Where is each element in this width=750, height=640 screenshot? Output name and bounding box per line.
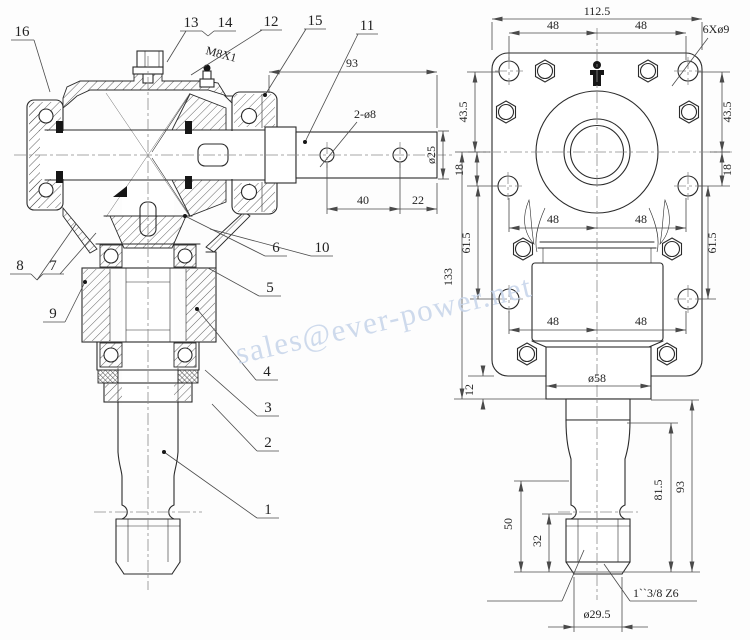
watermark-text: sales@ever-power.net: [232, 268, 535, 370]
grease-nipple: [199, 64, 215, 88]
thread-label-m8x1: M8X1: [204, 43, 238, 65]
callout-11: 11: [360, 18, 374, 34]
dim-81-5: 81.5: [651, 480, 665, 501]
callout-10: 10: [315, 240, 330, 256]
callout-4: 4: [263, 364, 271, 380]
dim-6xd9: 6Xø9: [703, 22, 730, 36]
lower-housing-block: [81, 267, 217, 343]
dim-50: 50: [501, 518, 515, 530]
part-callouts: 16 13 14 12 15 11 8 7 9 6 10 5 4 3 2 1: [10, 13, 378, 519]
dim-48-top-a: 48: [547, 18, 559, 32]
dim-2xd8: 2-ø8: [354, 107, 376, 121]
dim-93-left: 93: [346, 56, 358, 70]
dim-43-5-right: 43.5: [720, 102, 734, 123]
callout-15: 15: [308, 13, 323, 29]
dim-48-top-b: 48: [635, 18, 647, 32]
callout-1: 1: [264, 502, 272, 518]
dim-12: 12: [462, 384, 476, 396]
spline-label: 1``3/8 Z6: [633, 586, 679, 600]
centerlines: [14, 28, 732, 600]
dim-93-right: 93: [673, 481, 687, 493]
dim-48-mid-b: 48: [635, 212, 647, 226]
callout-7: 7: [49, 258, 57, 274]
dim-43-5-left: 43.5: [456, 102, 470, 123]
dim-61-5-left: 61.5: [459, 233, 473, 254]
callout-2: 2: [264, 435, 272, 451]
callout-8: 8: [16, 258, 24, 274]
housing-top-cover: [62, 70, 234, 109]
dim-32: 32: [530, 535, 544, 547]
dim-112-5: 112.5: [584, 4, 611, 18]
callout-3: 3: [264, 400, 272, 416]
output-shaft-front: [565, 398, 631, 575]
dim-48-mid-a: 48: [547, 212, 559, 226]
bearing-block-front: [531, 262, 664, 342]
bell-wall-left: [62, 206, 98, 254]
dim-dia58: ø58: [588, 371, 606, 385]
bell-wall-right: [205, 211, 251, 253]
right-view-flange: [491, 52, 703, 575]
dim-18-right: 18: [720, 164, 734, 176]
dim-48-low-b: 48: [635, 314, 647, 328]
dim-133: 133: [441, 268, 455, 286]
callout-14: 14: [218, 15, 234, 31]
dim-18-left: 18: [452, 164, 466, 176]
lower-vertical-bearing: [96, 341, 200, 371]
dim-61-5-right: 61.5: [705, 233, 719, 254]
right-view-dimensions: 112.5 48 48 6Xø9 43.5 18 61.5 133 12 43.…: [441, 4, 734, 632]
dim-48-low-a: 48: [547, 314, 559, 328]
dim-dia29-5: ø29.5: [584, 607, 611, 621]
upper-vertical-bearing: [95, 243, 201, 269]
callout-16: 16: [15, 24, 31, 40]
callout-9: 9: [49, 306, 57, 322]
callout-12: 12: [264, 14, 279, 30]
left-bearing-cap: [26, 99, 64, 211]
callout-6: 6: [272, 240, 280, 256]
output-seal-cap: [97, 368, 199, 403]
dim-dia25: ø25: [424, 146, 438, 164]
callout-13: 13: [184, 15, 199, 31]
hex-bolts: [495, 59, 700, 366]
callout-5: 5: [266, 280, 274, 296]
dim-22: 22: [412, 193, 424, 207]
dim-40: 40: [357, 193, 369, 207]
